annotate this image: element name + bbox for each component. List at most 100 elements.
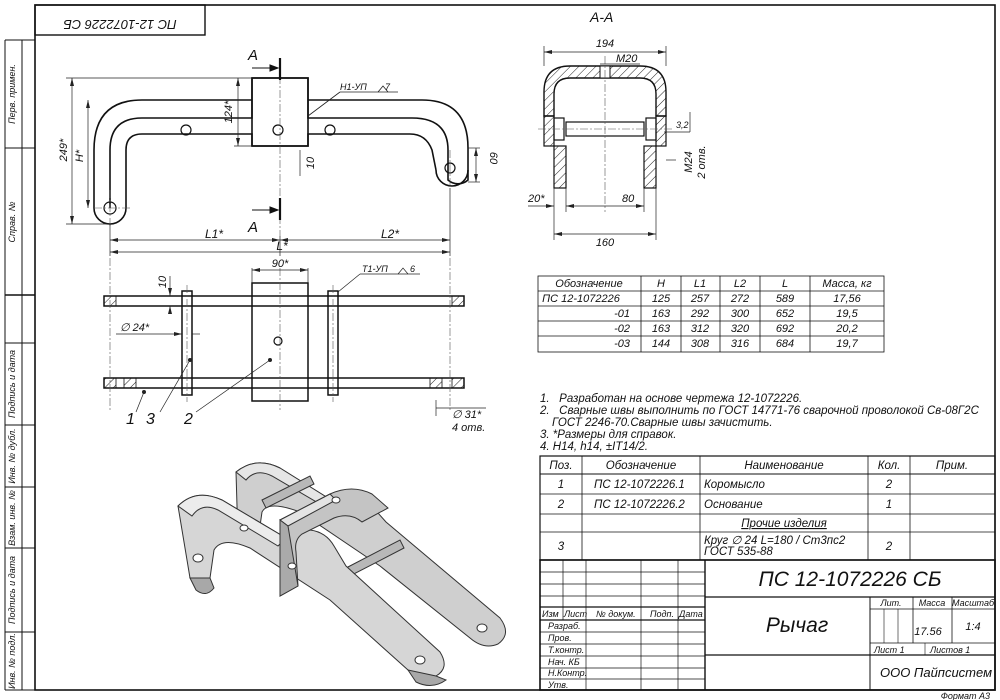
vt-cell: 272 [730,293,749,305]
format-label: Формат А3 [941,691,990,700]
vt-cell: -02 [614,323,630,335]
tb-lit-label: Лит. [879,598,901,608]
vt-header-code: Обозначение [555,278,622,290]
weld-note-top: Т1-УП [362,264,388,274]
tb-hdr-izm: Изм [542,609,559,619]
tb-scale-value: 1:4 [965,621,980,633]
weld-size-top: 6 [410,264,415,274]
spec-header-qty: Кол. [878,460,901,472]
spec-table: Поз. Обозначение Наименование Кол. Прим.… [539,455,996,561]
side-label-vzam-inv: Взам. инв. № [7,490,17,546]
tb-sheets-label: Листов 1 [929,645,970,655]
vt-cell: 589 [776,293,794,305]
section-mark-bottom: А [247,219,258,236]
holes-note-top: 4 отв. [452,422,485,434]
vt-cell: 163 [652,308,671,320]
front-view: А А 124* [58,47,499,256]
vt-cell: 320 [731,323,750,335]
dim-l2: L2* [381,227,399,241]
dim-10-top: 10 [157,275,169,288]
vt-cell: 308 [691,338,710,350]
dim-h: H* [74,149,86,162]
vt-cell: 19,7 [836,338,858,350]
tb-designation: ПС 12-1072226 СБ [759,568,942,591]
title-block: Изм Лист № докум. Подп. Дата Разраб. Про… [539,559,996,691]
dim-m24: M24 [683,151,695,172]
tb-mass-value: 17.56 [914,626,942,638]
vt-cell: 125 [652,293,671,305]
tb-hdr-doc: № докум. [596,609,636,619]
dim-d24: ∅ 24* [120,322,150,334]
tb-role: Разраб. [548,621,581,631]
dim-60: 60 [487,152,499,165]
section-view: А-А [527,9,708,249]
tb-role: Т.контр. [548,645,584,655]
tb-role: Пров. [548,633,572,643]
side-label-inv-dubl: Инв. № дубл. [7,428,17,483]
vt-cell: 20,2 [835,323,857,335]
side-labels: Перв. примен. Справ. № Подпись и дата Ин… [7,64,17,689]
dim-249: 249* [58,138,70,162]
vt-cell: 652 [776,308,794,320]
callout-2: 2 [183,411,193,428]
spec-qty: 2 [885,479,893,491]
vt-header-mass: Масса, кг [822,278,872,290]
dim-20: 20* [527,193,545,205]
note-line: 3. *Размеры для справок. [540,429,676,441]
side-label-podpis-data-2: Подпись и дата [7,556,17,624]
side-label-podpis-data-1: Подпись и дата [7,350,17,418]
vt-cell: 292 [690,308,709,320]
vt-cell: 257 [690,293,710,305]
spec-name: Коромысло [704,479,766,491]
callout-1: 1 [126,411,135,428]
variants-table: Обозначение H L1 L2 L Масса, кг ПС 12-10… [537,275,885,353]
isometric-view [177,462,506,686]
dim-90: 90* [272,258,289,270]
tb-role: Нач. КБ [548,657,580,667]
spec-header-code: Обозначение [606,460,676,472]
vt-cell: 300 [731,308,750,320]
vt-header-l: L [782,278,788,290]
vt-header-h: H [657,278,665,290]
sheet-frame [4,4,996,691]
spec-header-note: Прим. [936,460,968,472]
dim-194: 194 [596,38,614,50]
tb-role: Н.Контр. [548,668,587,678]
tb-organization: ООО Пайпсистем [880,665,992,680]
vt-cell: 684 [776,338,794,350]
holes-note-section: 2 отв. [696,145,708,179]
vt-cell: ПС 12-1072226 [542,293,621,305]
spec-qty: 1 [886,499,892,511]
spec-header-name: Наименование [744,460,823,472]
vt-cell: 312 [691,323,709,335]
callout-3: 3 [146,411,155,428]
technical-notes: 1. Разработан на основе чертежа 12-10722… [539,393,980,453]
section-mark-top: А [247,47,258,64]
tb-part-name: Рычаг [766,614,828,637]
tb-sheet-label: Лист 1 [873,645,905,655]
spec-code: ПС 12-1072226.2 [594,499,685,511]
note-line: 2. Сварные швы выполнить по ГОСТ 14771-7… [539,405,980,417]
top-view: 90* 10 ∅ 24* ∅ 31* 4 отв. Т1-УП 6 1 3 2 [103,258,486,434]
dim-d31: ∅ 31* [452,409,482,421]
note-line: 4. H14, h14, ±IT14/2. [540,441,648,453]
side-label-perv-primen: Перв. примен. [7,64,17,124]
spec-section-heading: Прочие изделия [741,518,827,530]
spec-name: Круг ∅ 24 L=180 / Ст3пс2 [704,535,846,547]
vt-header-l2: L2 [734,278,746,290]
tb-scale-label: Масштаб [952,598,995,608]
tb-hdr-list: Лист [563,609,588,619]
dim-10-front: 10 [305,156,317,169]
side-label-inv-podl: Инв. № подл. [7,633,17,689]
note-line: 1. Разработан на основе чертежа 12-10722… [540,393,802,405]
dim-3-2: 3,2 [676,120,689,130]
tb-mass-label: Масса [919,598,946,608]
side-label-sprav-no: Справ. № [7,201,17,242]
section-title: А-А [589,9,613,25]
vt-cell: 17,56 [833,293,861,305]
dim-124: 124* [223,100,235,123]
vt-cell: 163 [652,323,671,335]
spec-pos: 3 [558,541,565,553]
